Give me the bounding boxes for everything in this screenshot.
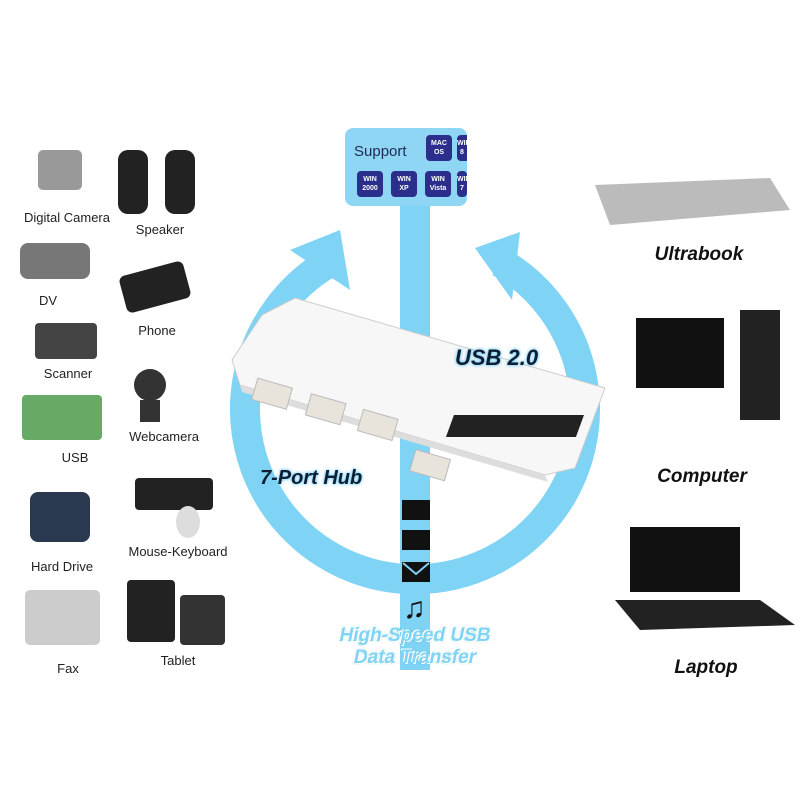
device-label-speaker: Speaker: [135, 222, 185, 237]
device-label-mouse-keyboard: Mouse-Keyboard: [128, 544, 228, 559]
support-title: Support: [354, 143, 407, 160]
briefcase-icon: [402, 530, 430, 550]
arrow-head-left: [290, 230, 350, 290]
arrow-head-right: [475, 232, 520, 300]
film-clapper-icon: [402, 500, 430, 520]
device-label-phone: Phone: [138, 323, 176, 338]
device-label-digital-camera: Digital Camera: [24, 210, 110, 225]
envelope-icon: [402, 562, 430, 582]
device-label-webcamera: Webcamera: [129, 429, 199, 444]
device-label-fax: Fax: [57, 661, 79, 676]
device-label-computer: Computer: [657, 466, 747, 487]
transfer-label-line1: High-Speed USB: [339, 625, 491, 646]
usb-version-label: USB 2.0: [455, 345, 539, 370]
left-device-icons: [20, 150, 225, 645]
device-label-laptop: Laptop: [674, 657, 738, 678]
device-label-ultrabook: Ultrabook: [654, 244, 744, 265]
device-label-tablet: Tablet: [160, 653, 196, 668]
os-badge-win-8: WIN8: [457, 135, 467, 161]
right-device-icons: [445, 178, 795, 630]
transfer-label-line2: Data Transfer: [353, 647, 477, 668]
device-label-dv: DV: [38, 293, 58, 308]
os-badge-win-7: WIN7: [457, 171, 467, 197]
transfer-label: High-Speed USB Data Transfer: [310, 625, 520, 669]
device-label-scanner: Scanner: [43, 366, 93, 381]
device-label-hard-drive: Hard Drive: [30, 559, 94, 574]
hub-label: 7-Port Hub: [260, 467, 363, 489]
music-note-icon: ♫: [403, 592, 426, 625]
device-label-usb: USB: [61, 450, 89, 465]
